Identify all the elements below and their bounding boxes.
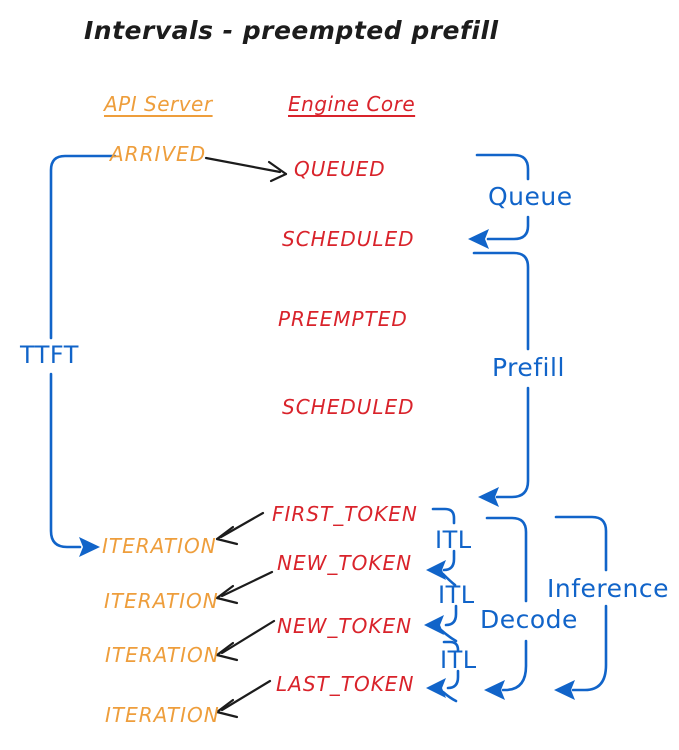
page-title: Intervals - preempted prefill (84, 16, 499, 45)
queue-bracket (468, 153, 530, 249)
arrived-to-queued-arrow (204, 156, 288, 183)
event-iteration-2: ITERATION (104, 589, 219, 613)
interval-inference-label: Inference (547, 574, 669, 603)
decode-bracket (484, 516, 528, 700)
ttft-bracket (49, 154, 117, 557)
inference-bracket (554, 515, 608, 700)
itl-bracket-1 (426, 507, 457, 587)
event-new-token-1: NEW_TOKEN (277, 551, 413, 575)
itl-bracket-3 (426, 640, 460, 703)
new-token2-to-iteration-arrow (215, 619, 276, 662)
event-arrived: ARRIVED (110, 142, 207, 166)
event-iteration-1: ITERATION (102, 534, 217, 558)
event-scheduled-1: SCHEDULED (282, 227, 415, 251)
event-new-token-2: NEW_TOKEN (277, 614, 413, 638)
prefill-bracket (472, 251, 530, 507)
interval-prefill-label: Prefill (492, 353, 565, 382)
api-server-header: API Server (104, 92, 213, 116)
interval-queue-label: Queue (488, 182, 573, 211)
event-first-token: FIRST_TOKEN (272, 502, 418, 526)
interval-ttft-label: TTFT (20, 341, 79, 369)
event-iteration-4: ITERATION (105, 703, 220, 727)
event-iteration-3: ITERATION (105, 643, 220, 667)
event-preempted: PREEMPTED (278, 307, 408, 331)
itl-bracket-2 (424, 604, 458, 643)
event-queued: QUEUED (294, 157, 386, 181)
last-token-to-iteration-arrow (215, 679, 272, 719)
interval-itl-label-2: ITL (438, 581, 475, 609)
interval-itl-label-3: ITL (440, 646, 477, 674)
interval-itl-label-1: ITL (435, 526, 472, 554)
event-last-token: LAST_TOKEN (276, 672, 415, 696)
interval-decode-label: Decode (480, 605, 578, 634)
first-token-to-iteration-arrow (215, 511, 265, 546)
event-scheduled-2: SCHEDULED (282, 395, 415, 419)
engine-core-header: Engine Core (288, 92, 416, 116)
new-token1-to-iteration-arrow (215, 570, 274, 605)
